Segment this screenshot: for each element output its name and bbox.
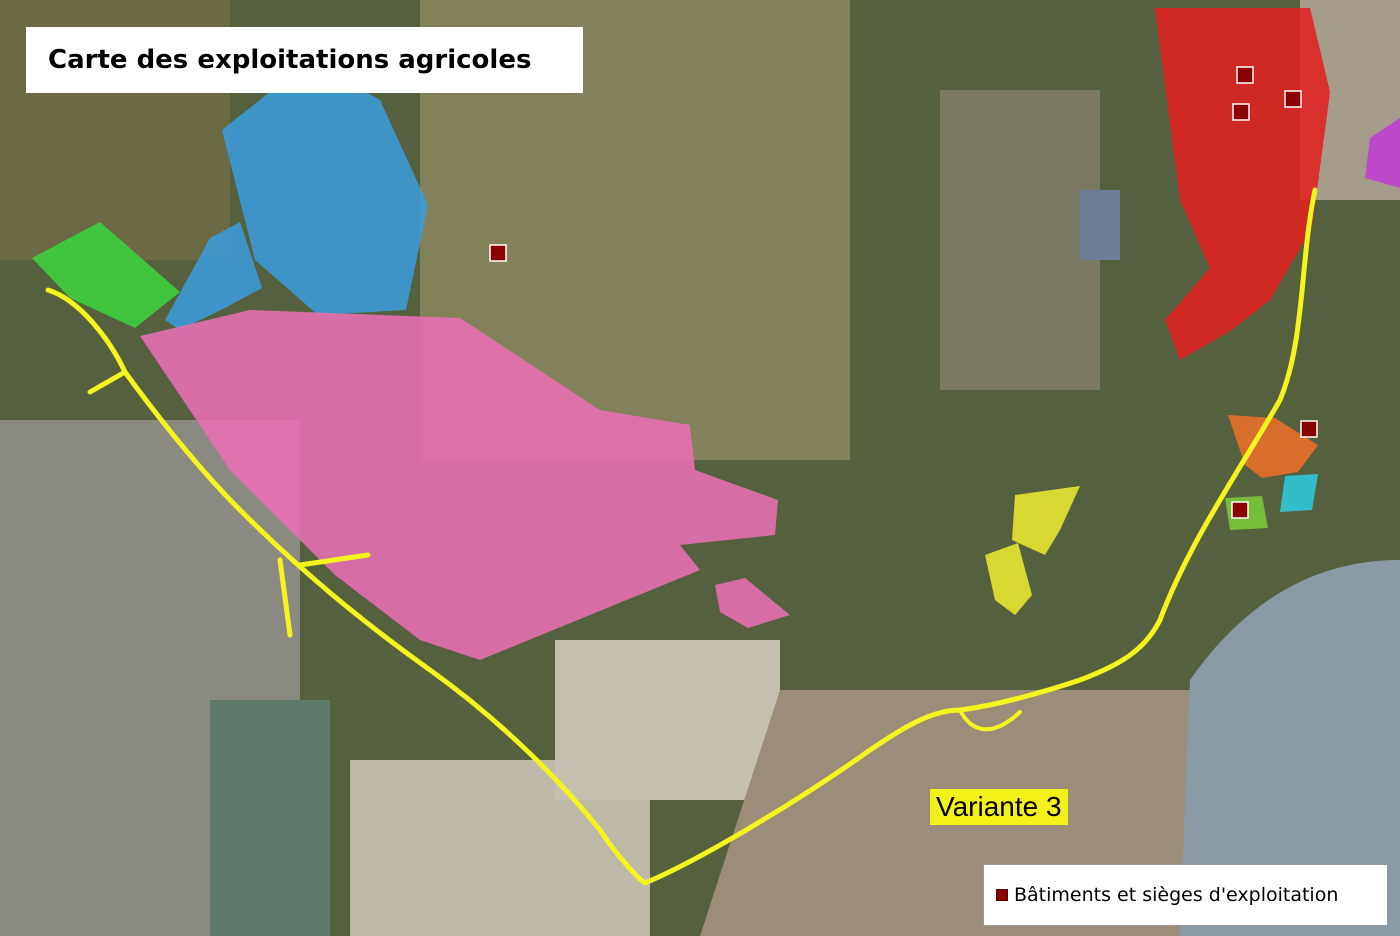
- map-legend: Bâtiments et sièges d'exploitation: [983, 864, 1388, 926]
- parcel-yellow-south: [985, 543, 1032, 615]
- route-spur-east: [297, 552, 371, 568]
- parcel-green: [32, 222, 180, 328]
- parcel-blue-north: [222, 60, 428, 315]
- route-loop: [958, 708, 1022, 732]
- parcel-pink-small: [715, 578, 790, 628]
- route-label: Variante 3: [930, 789, 1068, 825]
- building-marker[interactable]: [1232, 103, 1250, 121]
- building-marker[interactable]: [1236, 66, 1254, 84]
- map-title-box: Carte des exploitations agricoles: [26, 27, 583, 93]
- parcel-pink-large: [140, 310, 778, 660]
- building-marker[interactable]: [1284, 90, 1302, 108]
- tank-farm-center: [555, 640, 780, 800]
- lagoon-water: [1180, 560, 1400, 936]
- legend-item-label: Bâtiments et sièges d'exploitation: [1014, 884, 1339, 906]
- solar-field: [210, 700, 330, 936]
- route-spur-west: [87, 369, 128, 395]
- building-marker[interactable]: [1231, 501, 1249, 519]
- solar-panels-north: [1080, 190, 1120, 260]
- parcel-blue-south: [165, 222, 262, 330]
- route-spur-south: [277, 557, 293, 638]
- parcel-cyan: [1280, 474, 1318, 512]
- building-marker[interactable]: [1300, 420, 1318, 438]
- quarry-area: [940, 90, 1100, 390]
- building-marker-icon: [996, 889, 1008, 901]
- route-variante-3: [45, 187, 1318, 886]
- building-marker[interactable]: [489, 244, 507, 262]
- parcel-orange: [1228, 415, 1318, 478]
- map-title: Carte des exploitations agricoles: [48, 45, 532, 75]
- parcel-purple: [1365, 118, 1400, 188]
- parcel-yellow-north: [1012, 486, 1080, 555]
- building-markers: [489, 66, 1318, 519]
